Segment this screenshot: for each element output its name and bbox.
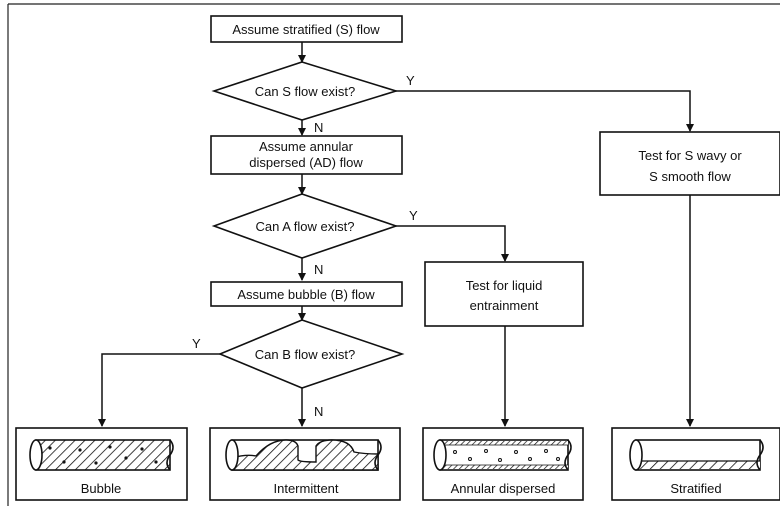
node-assume-ad-line1: Assume annular — [259, 139, 354, 154]
branch-no-label: N — [314, 120, 323, 135]
outcome-intermittent-label: Intermittent — [273, 481, 338, 496]
node-assume-ad-line2: dispersed (AD) flow — [249, 155, 363, 170]
node-assume-ad: Assume annular dispersed (AD) flow — [210, 135, 403, 175]
intermittent-flow-pipe-icon — [225, 439, 382, 471]
decision-b-flow-label: Can B flow exist? — [255, 347, 355, 362]
node-assume-b-label: Assume bubble (B) flow — [237, 287, 375, 302]
decision-a-flow: Can A flow exist? — [211, 193, 399, 259]
outcome-stratified: Stratified — [611, 427, 780, 501]
decision-s-flow: Can S flow exist? — [211, 61, 399, 121]
stratified-flow-pipe-icon — [629, 439, 764, 471]
node-test-s-line1: Test for S wavy or — [638, 148, 742, 163]
outcome-bubble-label: Bubble — [81, 481, 121, 496]
annular-dispersed-flow-pipe-icon — [433, 439, 572, 471]
node-start-label: Assume stratified (S) flow — [232, 22, 380, 37]
outcome-intermittent: Intermittent — [209, 427, 401, 501]
node-assume-b: Assume bubble (B) flow — [210, 281, 403, 307]
outcome-annular-dispersed-label: Annular dispersed — [451, 481, 556, 496]
connectors — [98, 42, 694, 427]
node-test-liquid-line1: Test for liquid — [466, 278, 543, 293]
arrow-qs-yes — [395, 90, 694, 132]
branch-yes-label: Y — [409, 208, 418, 223]
decision-b-flow: Can B flow exist? — [217, 319, 405, 389]
branch-no-label: N — [314, 404, 323, 419]
decision-s-flow-label: Can S flow exist? — [255, 84, 355, 99]
node-test-liquid-line2: entrainment — [470, 298, 539, 313]
node-test-s-line2: S smooth flow — [649, 169, 731, 184]
outcome-stratified-label: Stratified — [670, 481, 721, 496]
arrow-qa-yes — [395, 225, 509, 262]
node-test-s: Test for S wavy or S smooth flow — [599, 131, 780, 196]
node-test-liquid: Test for liquid entrainment — [424, 261, 584, 327]
node-start: Assume stratified (S) flow — [210, 15, 403, 43]
arrow-qb-yes — [98, 353, 220, 427]
decision-a-flow-label: Can A flow exist? — [256, 219, 355, 234]
branch-no-label: N — [314, 262, 323, 277]
branch-yes-label: Y — [192, 336, 201, 351]
bubble-flow-pipe-icon — [29, 439, 174, 471]
branch-yes-label: Y — [406, 73, 415, 88]
outcome-bubble: Bubble — [15, 427, 188, 501]
outcome-annular-dispersed: Annular dispersed — [422, 427, 584, 501]
